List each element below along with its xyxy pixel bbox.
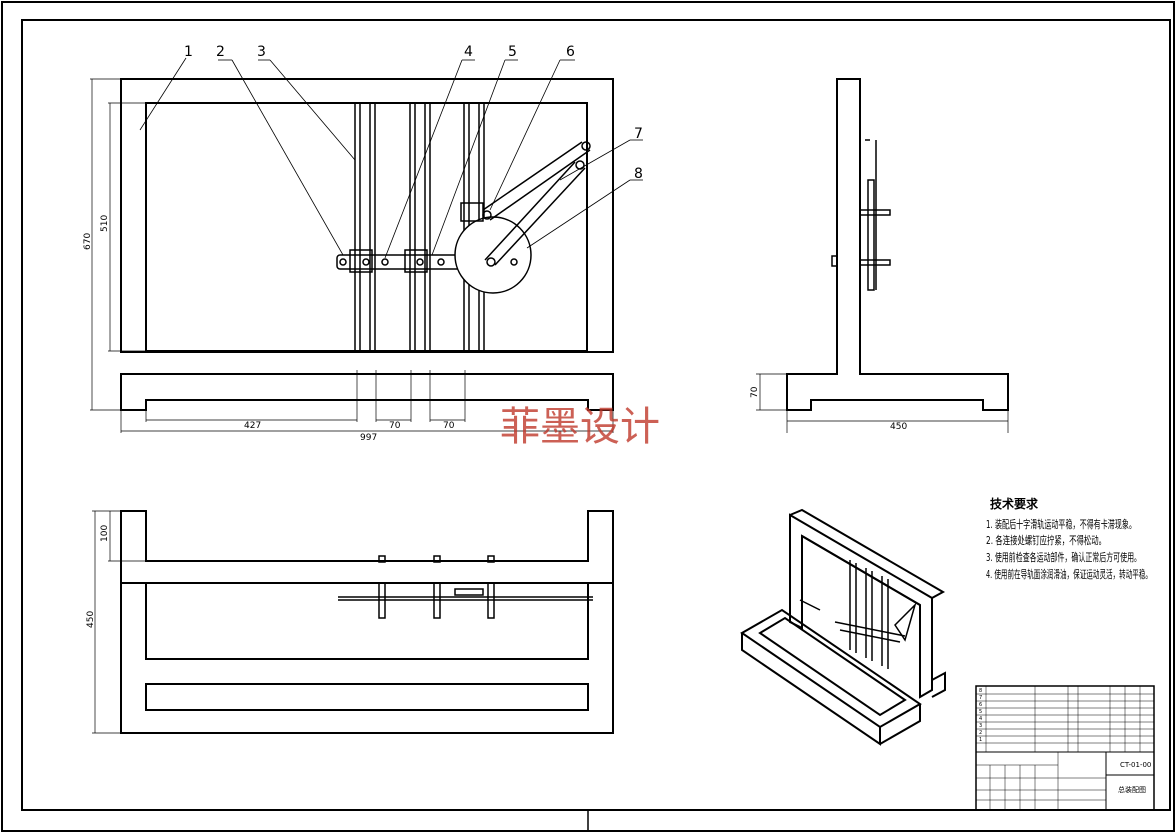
crank-mechanism (454, 141, 591, 294)
requirement-item-4: 4. 使用前在导轨面涂润滑油，保证运动灵活，转动平稳。 (986, 567, 1152, 581)
drawing-number: CT-01-00 (1120, 761, 1151, 769)
front-view (120, 78, 614, 411)
parts-row-7: 7 (979, 695, 982, 701)
dim-side-base-height: 70 (750, 386, 760, 398)
dim-front-height-outer: 670 (83, 233, 93, 250)
dim-front-pitch-2: 70 (443, 421, 455, 431)
parts-row-4: 4 (979, 716, 982, 722)
inner-border (21, 19, 1171, 811)
requirement-item-2: 2. 各连接处螺钉应拧紧，不得松动。 (986, 533, 1106, 547)
parts-row-3: 3 (979, 723, 982, 729)
side-view (786, 78, 1009, 411)
title-block-text: 8 7 6 5 4 3 2 1 CT-01-00 总装配图 (979, 688, 1151, 794)
balloon-2: 2 (216, 44, 225, 60)
parts-row-2: 2 (979, 730, 982, 736)
leader-lines (139, 57, 643, 259)
balloon-6: 6 (566, 44, 575, 60)
dim-top-depth-total: 450 (86, 611, 96, 628)
parts-row-1: 1 (979, 737, 982, 743)
parts-row-8: 8 (979, 688, 982, 694)
isometric-view (740, 508, 946, 746)
balloon-8: 8 (634, 166, 643, 182)
parts-row-5: 5 (979, 709, 982, 715)
top-dimension-lines (92, 510, 146, 734)
dim-front-height-inner: 510 (100, 215, 110, 232)
dim-front-pitch-1: 70 (389, 421, 401, 431)
balloon-4: 4 (464, 44, 473, 60)
balloon-5: 5 (508, 44, 517, 60)
dim-front-width-total: 997 (360, 433, 377, 443)
balloon-numbers: 1 2 3 4 5 6 7 8 (184, 44, 643, 182)
dim-top-depth-small: 100 (100, 525, 110, 542)
title-block (975, 685, 1155, 811)
vertical-rails (354, 102, 485, 352)
requirements-heading: 技术要求 (990, 496, 1039, 511)
requirement-item-1: 1. 装配后十字滑轨运动平稳，不得有卡滞现象。 (986, 517, 1136, 531)
dim-side-width: 450 (890, 422, 907, 432)
technical-requirements: 技术要求 1. 装配后十字滑轨运动平稳，不得有卡滞现象。 2. 各连接处螺钉应拧… (986, 496, 1152, 581)
horizontal-slider-bar (336, 249, 473, 273)
drawing-name: 总装配图 (1118, 785, 1146, 794)
front-dimension-lines (90, 78, 614, 433)
watermark: 菲墨设计 (500, 404, 660, 450)
top-view (120, 510, 614, 734)
requirement-item-3: 3. 使用前检查各运动部件，确认正常后方可使用。 (986, 550, 1141, 564)
dimension-values: 670 510 427 997 70 70 70 450 450 100 (83, 215, 907, 628)
dim-front-offset: 427 (244, 421, 261, 431)
balloon-3: 3 (257, 44, 266, 60)
balloon-7: 7 (634, 126, 643, 142)
balloon-1: 1 (184, 44, 193, 60)
side-dimension-lines (756, 373, 1009, 433)
parts-row-6: 6 (979, 702, 982, 708)
